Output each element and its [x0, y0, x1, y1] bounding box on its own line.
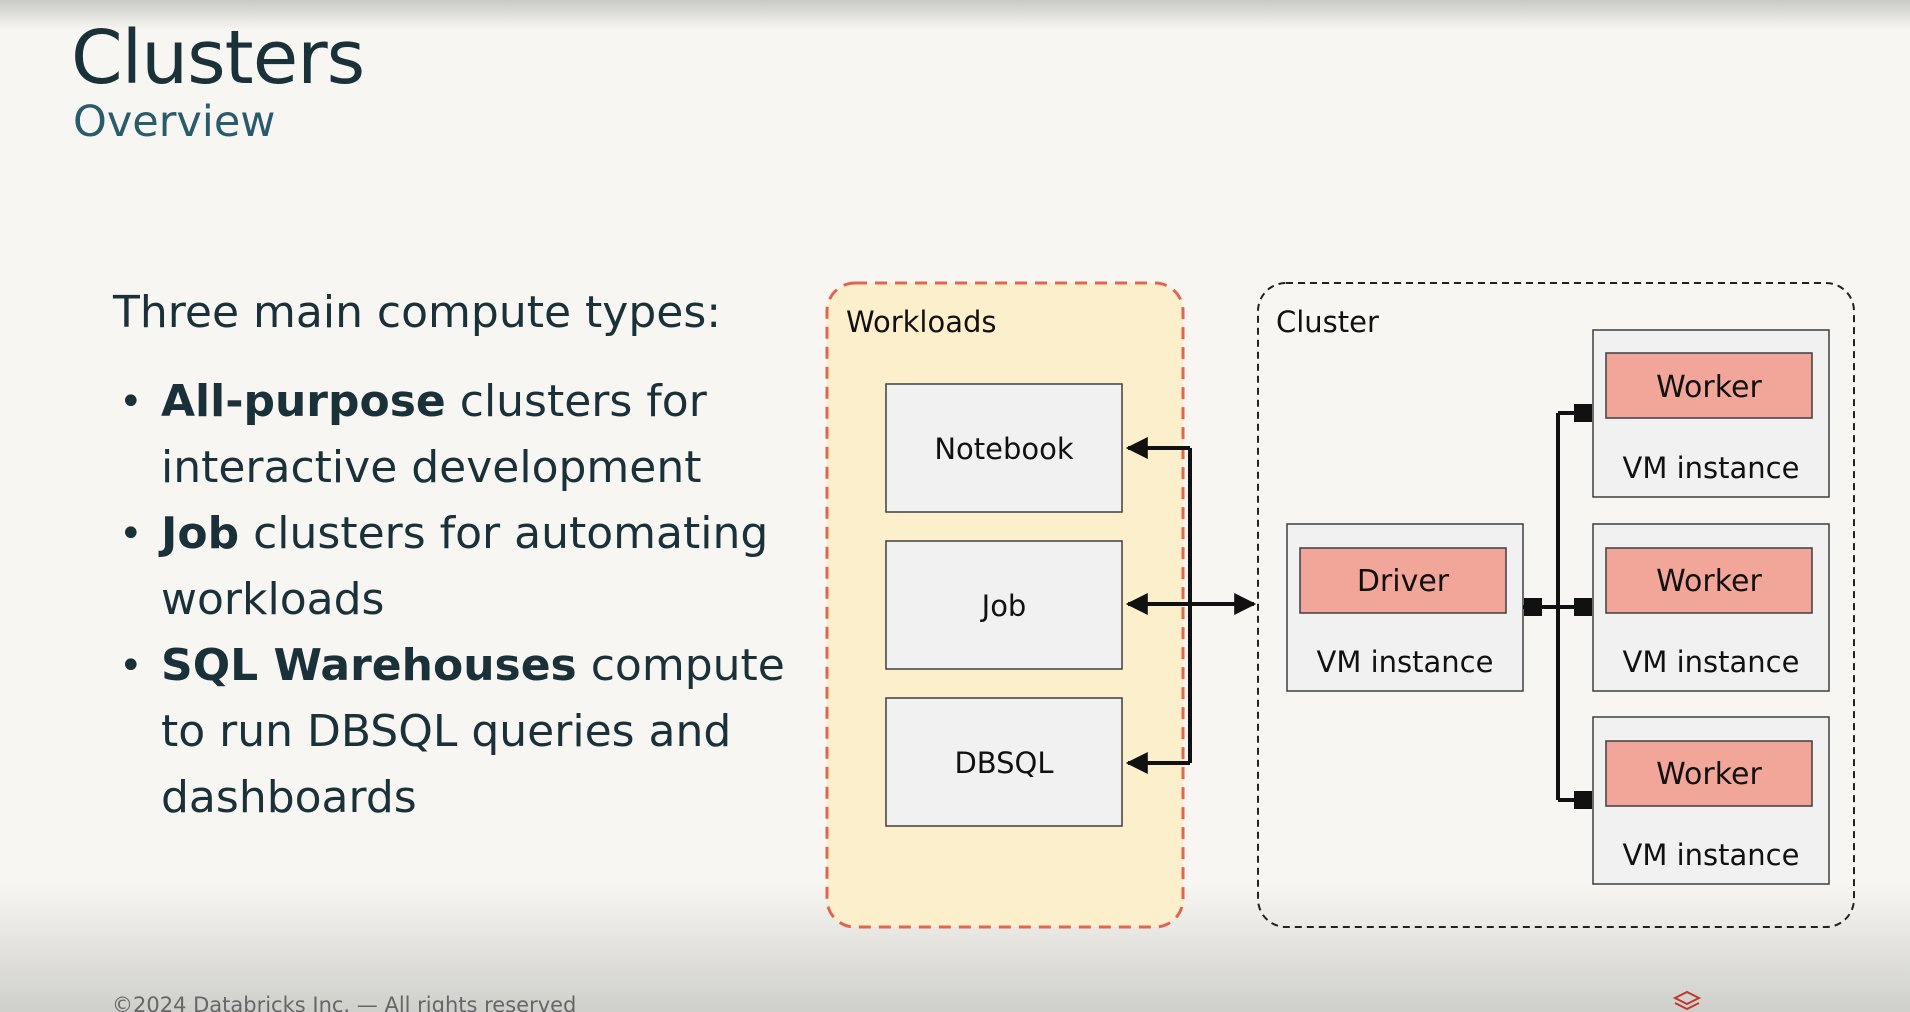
- workloads-label: Workloads: [846, 305, 997, 339]
- top-shade: [0, 0, 1910, 30]
- bullet-all-purpose: • All-purpose clusters for interactive de…: [113, 369, 793, 501]
- bullet-dot: •: [119, 379, 143, 425]
- job-box: [885, 540, 1123, 670]
- job-label: Job: [980, 589, 1027, 623]
- bullet-sql-warehouses: • SQL Warehouses compute to run DBSQL que…: [113, 633, 793, 831]
- bullet-job: • Job clusters for automating workloads: [113, 501, 793, 633]
- bullet-dot: •: [119, 643, 143, 689]
- notebook-box: [885, 383, 1123, 513]
- cluster-label: Cluster: [1276, 305, 1379, 339]
- worker-box-2: [1605, 547, 1813, 614]
- worker-box-1: [1605, 352, 1813, 419]
- worker-port-2: [1574, 598, 1592, 616]
- copyright-footer: ©2024 Databricks Inc. — All rights reser…: [112, 993, 577, 1012]
- bullet-list: • All-purpose clusters for interactive de…: [113, 369, 793, 831]
- bullet-text: compute to run DBSQL queries and dashboa…: [161, 640, 785, 823]
- worker-port-1: [1574, 404, 1592, 422]
- slide-subtitle: Overview: [73, 97, 276, 147]
- worker-box-3: [1605, 740, 1813, 807]
- notebook-label: Notebook: [934, 432, 1074, 466]
- cluster-container: [1257, 282, 1855, 928]
- bullet-text: clusters for automating workloads: [161, 508, 769, 625]
- worker-port-3: [1574, 791, 1592, 809]
- worker-vm-label-2: VM instance: [1623, 645, 1800, 679]
- worker-label-1: Worker: [1656, 370, 1762, 405]
- driver-port: [1524, 598, 1542, 616]
- bullet-text: clusters for interactive development: [161, 376, 707, 493]
- bullet-bold: All-purpose: [161, 376, 446, 427]
- driver-box: [1299, 547, 1507, 614]
- driver-vm-label: VM instance: [1317, 645, 1494, 679]
- dbsql-box: [885, 697, 1123, 827]
- worker-vm-label-3: VM instance: [1623, 838, 1800, 872]
- driver-label: Driver: [1357, 564, 1450, 599]
- worker-label-3: Worker: [1656, 757, 1762, 792]
- dbsql-label: DBSQL: [954, 746, 1053, 780]
- slide-title: Clusters: [71, 15, 365, 101]
- worker-vm-label-1: VM instance: [1623, 451, 1800, 485]
- intro-text: Three main compute types:: [113, 287, 722, 338]
- bullet-bold: Job: [161, 508, 240, 559]
- bullet-dot: •: [119, 511, 143, 557]
- bullet-bold: SQL Warehouses: [161, 640, 577, 691]
- databricks-logo-icon: [1672, 990, 1702, 1011]
- worker-label-2: Worker: [1656, 564, 1762, 599]
